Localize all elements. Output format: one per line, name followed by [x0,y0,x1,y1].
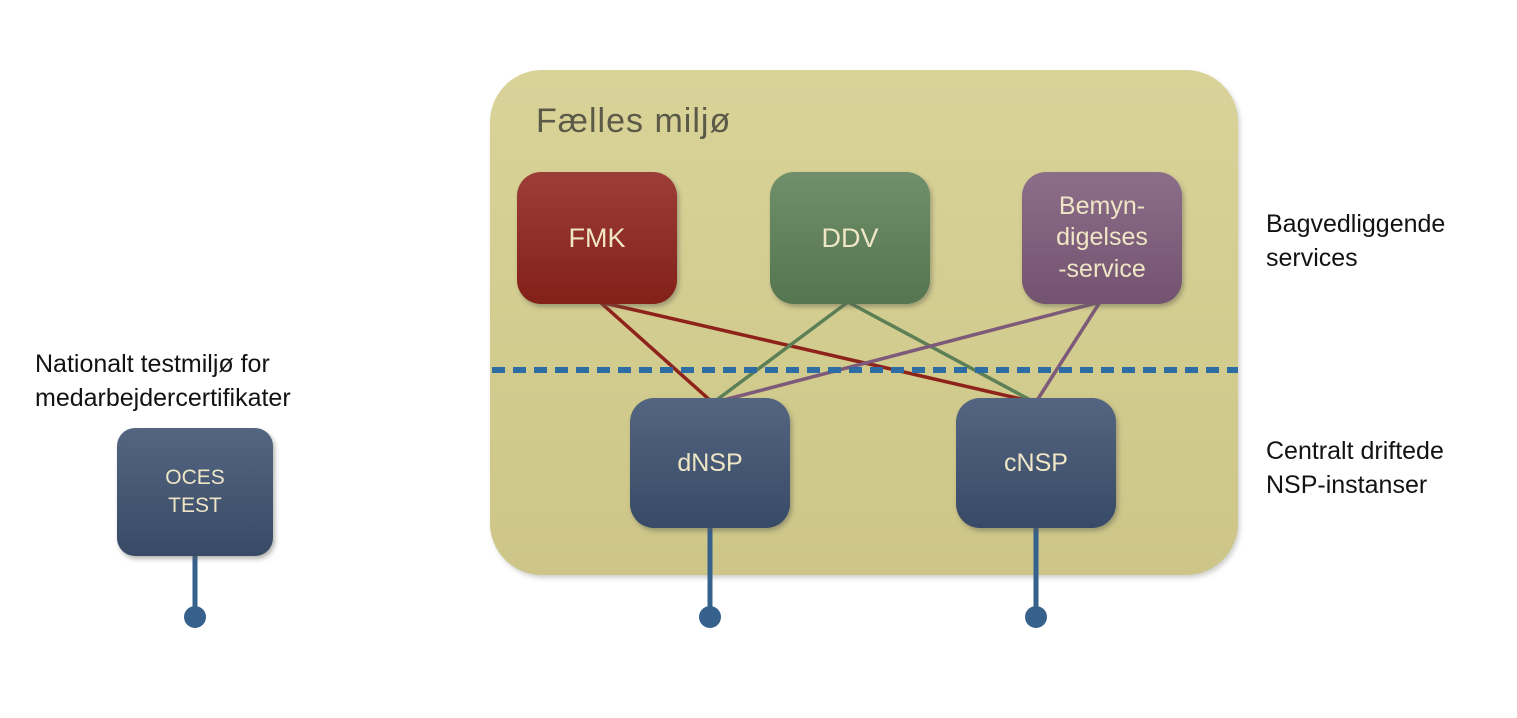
oces-test-node: OCES TEST [117,428,273,556]
annotation-background-services: Bagvedliggende services [1266,210,1446,272]
service-node-ddv: DDV [770,172,930,304]
annotation-central-nsp-instances: Centralt driftede NSP-instanser [1266,437,1444,499]
nsp-node-cnsp: cNSP [956,398,1116,528]
common-environment-title: Fælles miljø [536,102,732,140]
common-environment-box: Fælles miljø [490,70,1238,575]
cnsp-endpoint-dot [1025,606,1047,628]
service-node-bemyndigelsesservice: Bemyn- digelses -service [1022,172,1182,304]
dnsp-endpoint-dot [699,606,721,628]
nsp-node-dnsp: dNSP [630,398,790,528]
service-node-fmk: FMK [517,172,677,304]
oces-endpoint-dot [184,606,206,628]
annotation-national-test-environment: Nationalt testmiljø for medarbejdercerti… [35,350,291,412]
